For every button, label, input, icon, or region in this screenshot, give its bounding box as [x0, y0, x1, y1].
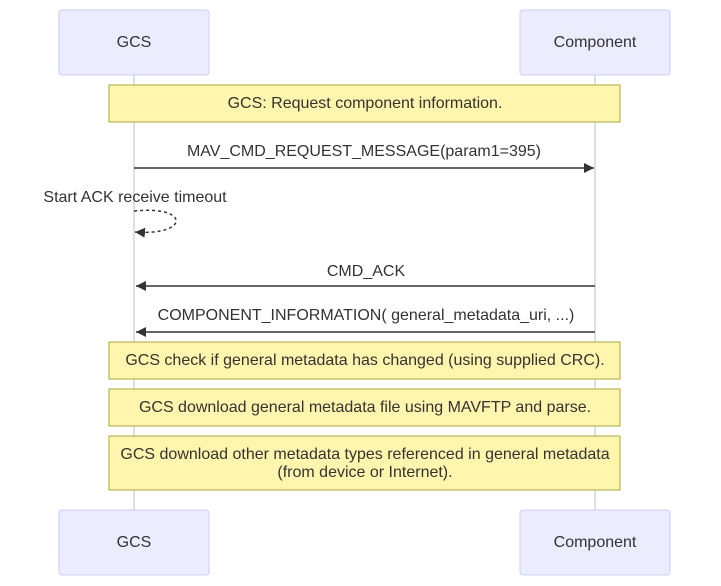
note-download-other-line1: GCS download other metadata types refere… [120, 446, 609, 463]
note-download-general-text: GCS download general metadata file using… [139, 399, 591, 416]
component-actor-top-label: Component [554, 34, 637, 51]
note-request-info: GCS: Request component information. [108, 84, 621, 123]
message-component-information: COMPONENT_INFORMATION( general_metadata_… [136, 307, 595, 337]
message-component-information-label: COMPONENT_INFORMATION( general_metadata_… [158, 307, 575, 324]
message-start-timeout-label: Start ACK receive timeout [43, 189, 227, 206]
message-request-message-label: MAV_CMD_REQUEST_MESSAGE(param1=395) [187, 143, 541, 160]
note-request-info-text: GCS: Request component information. [228, 95, 503, 112]
message-cmd-ack-label: CMD_ACK [327, 263, 406, 280]
component-actor-bottom: Component [519, 509, 671, 576]
gcs-actor-top: GCS [58, 9, 210, 76]
gcs-actor-top-label: GCS [117, 34, 152, 51]
gcs-actor-bottom-label: GCS [117, 534, 152, 551]
note-download-general: GCS download general metadata file using… [108, 388, 621, 427]
message-cmd-ack: CMD_ACK [136, 263, 595, 291]
component-actor-top: Component [519, 9, 671, 76]
note-check-metadata-text: GCS check if general metadata has change… [125, 352, 604, 369]
message-request-message: MAV_CMD_REQUEST_MESSAGE(param1=395) [134, 143, 594, 173]
note-check-metadata: GCS check if general metadata has change… [108, 341, 621, 380]
note-download-other-line2: (from device or Internet). [277, 464, 452, 481]
note-download-other: GCS download other metadata types refere… [108, 435, 621, 491]
message-start-timeout: Start ACK receive timeout [43, 189, 227, 238]
gcs-actor-bottom: GCS [58, 509, 210, 576]
component-actor-bottom-label: Component [554, 534, 637, 551]
